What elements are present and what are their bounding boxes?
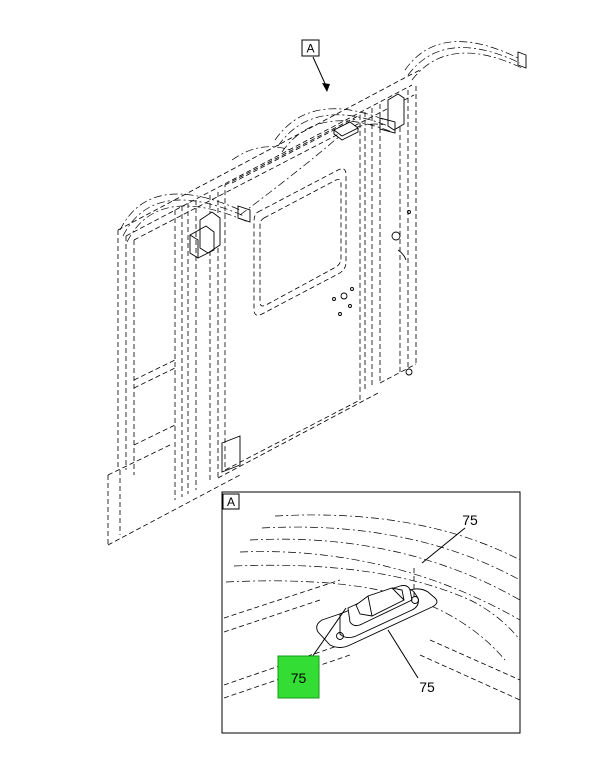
view-ref-callout-top: A [301,39,330,92]
wiring-harness-main [119,41,527,243]
highlight-box[interactable] [277,655,320,699]
part-number-highlight[interactable]: 75 [291,670,307,686]
view-ref-label-detail: A [227,495,235,509]
view-ref-label-top: A [306,42,314,56]
detail-view-a: A 75 75 75 [221,491,521,734]
part-number-upper: 75 [462,512,478,528]
part-number-lower: 75 [419,679,435,695]
cab-panel-assembly [107,69,421,546]
